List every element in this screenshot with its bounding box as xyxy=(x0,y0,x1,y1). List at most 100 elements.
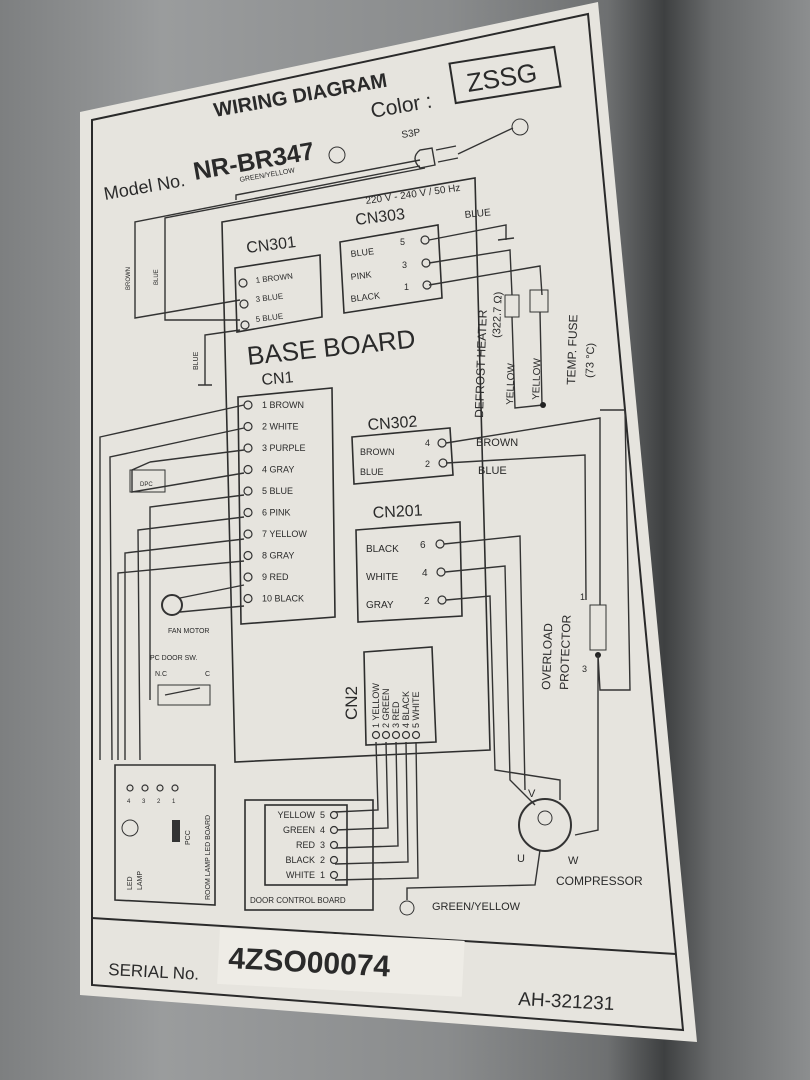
svg-text:3: 3 xyxy=(402,260,407,270)
svg-text:1: 1 xyxy=(404,282,409,292)
compressor-terminal xyxy=(537,810,553,826)
svg-text:5: 5 xyxy=(400,237,405,247)
cn201-pins: BLACK 6 WHITE 4 GRAY 2 xyxy=(366,539,447,611)
door-control-pin xyxy=(329,825,339,835)
heater-wire-yellow-1: YELLOW xyxy=(505,363,517,406)
heater-resistance: (322.7 Ω) xyxy=(491,292,505,339)
cn303-box xyxy=(339,224,443,314)
cn1-pin-label: 3 PURPLE xyxy=(262,443,306,453)
room-lamp-pins: 4 3 2 1 xyxy=(126,784,179,805)
overload-pin-1: 1 xyxy=(580,592,585,602)
svg-text:BLUE: BLUE xyxy=(360,467,384,477)
door-switch-icon xyxy=(157,684,211,706)
door-switch-nc: N.C xyxy=(155,671,167,678)
cn1-pin-label: 8 GRAY xyxy=(262,551,294,561)
door-control-pin-color: RED xyxy=(296,840,316,850)
svg-text:3 BLUE: 3 BLUE xyxy=(255,292,283,304)
cn303-name: CN303 xyxy=(354,206,406,229)
cn2-box xyxy=(363,646,437,746)
door-control-pin-color: GREEN xyxy=(283,825,315,835)
cn1-pin xyxy=(243,507,253,518)
blue-ground-label: BLUE xyxy=(193,351,200,370)
compressor-terminal-w: W xyxy=(568,855,579,867)
cn1-pin xyxy=(243,529,253,539)
door-control-pin-number: 4 xyxy=(320,825,325,835)
cn1-pin-label: 7 YELLOW xyxy=(262,529,307,539)
cn303-wires xyxy=(428,224,543,296)
compressor-terminal-u: U xyxy=(517,853,525,865)
cn302-wire-blue: BLUE xyxy=(478,465,507,477)
svg-text:BLACK: BLACK xyxy=(350,290,381,304)
cn1-box xyxy=(237,387,336,625)
cn1-pin-label: 10 BLACK xyxy=(262,594,304,604)
door-control-pin-color: BLACK xyxy=(285,855,315,865)
part-number: AH-321231 xyxy=(518,989,615,1015)
svg-text:WHITE: WHITE xyxy=(366,572,399,583)
dpc-icon xyxy=(129,469,166,493)
serial-divider xyxy=(91,917,677,955)
svg-text:2: 2 xyxy=(425,459,430,469)
cn1-pin xyxy=(243,400,253,410)
door-control-board xyxy=(244,799,374,911)
door-control-pin-number: 3 xyxy=(320,840,325,850)
ground-icon xyxy=(328,146,346,164)
cn1-pin-label: 4 GRAY xyxy=(262,465,294,475)
door-control-pin-color: WHITE xyxy=(286,870,315,880)
svg-text:6: 6 xyxy=(420,540,426,551)
room-lamp-board-label: ROOM LAMP LED BOARD xyxy=(205,815,212,900)
cn302-wire-brown: BROWN xyxy=(476,437,518,449)
cn201-wires xyxy=(443,535,561,806)
door-control-pin xyxy=(329,840,339,850)
cn201-box xyxy=(355,521,463,623)
ground-wire xyxy=(406,849,541,900)
cn2-pin-label: 1 YELLOW xyxy=(371,683,381,728)
power-cord xyxy=(134,159,426,321)
cn2-pin xyxy=(411,730,421,740)
cn303-wire-label: BLUE xyxy=(464,207,491,221)
lamp-label: LAMP xyxy=(137,871,144,890)
led-lamp-icon xyxy=(121,819,139,837)
svg-text:GRAY: GRAY xyxy=(366,600,394,611)
temp-fuse-label: TEMP. FUSE xyxy=(564,314,580,385)
temp-fuse-rating: (73 °C) xyxy=(584,343,597,378)
cn1-pin xyxy=(243,421,253,432)
door-control-connector xyxy=(264,804,348,886)
door-control-pin-color: YELLOW xyxy=(277,810,315,820)
cn2-name: CN2 xyxy=(342,686,361,720)
cn1-name: CN1 xyxy=(261,369,294,389)
overload-protector-icon xyxy=(589,604,607,651)
color-box xyxy=(448,45,562,105)
svg-text:1: 1 xyxy=(172,799,176,805)
compressor-terminal-v: V xyxy=(528,788,536,800)
junction-dot xyxy=(540,402,546,408)
svg-text:2: 2 xyxy=(424,596,430,607)
svg-text:3: 3 xyxy=(142,799,146,805)
cn2-wires xyxy=(334,741,419,881)
svg-text:BLACK: BLACK xyxy=(366,544,399,555)
cn1-pin xyxy=(243,593,253,604)
led-label: LED xyxy=(127,876,134,890)
dpc-label: DPC xyxy=(140,482,153,488)
cn1-pin-label: 5 BLUE xyxy=(262,486,293,496)
cn302-wires xyxy=(445,417,601,605)
svg-text:4: 4 xyxy=(127,799,131,805)
plug-icon xyxy=(414,127,514,169)
pcc-icon xyxy=(172,820,180,842)
door-control-pin-number: 1 xyxy=(320,870,325,880)
cn301-box xyxy=(234,254,323,333)
svg-text:PINK: PINK xyxy=(350,269,372,281)
compressor-icon xyxy=(518,798,572,852)
cn2-pin-label: 5 WHITE xyxy=(411,691,421,728)
ground-icon xyxy=(399,900,415,916)
compressor-label: COMPRESSOR xyxy=(556,874,643,888)
defrost-heater-icon xyxy=(504,294,520,318)
temp-fuse-icon xyxy=(529,289,549,313)
cn2-pin-label: 2 GREEN xyxy=(381,688,391,728)
svg-text:4: 4 xyxy=(422,568,428,579)
heater-wire-yellow-2: YELLOW xyxy=(531,358,543,401)
cn1-pin-label: 6 PINK xyxy=(262,508,291,518)
